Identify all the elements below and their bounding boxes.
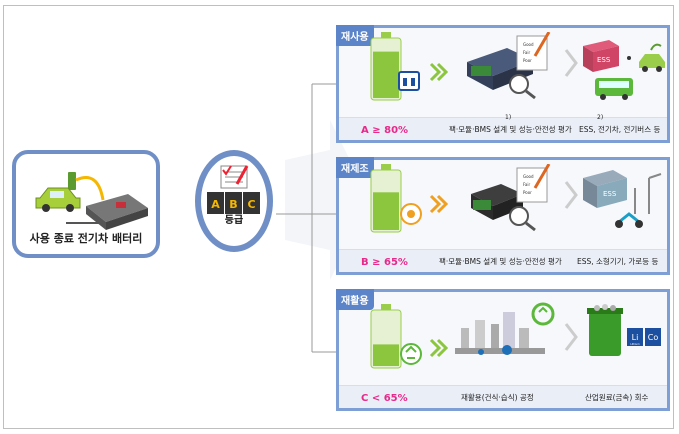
- grade-letter-a: A: [211, 198, 220, 211]
- grade-class: A ≥ 80%: [361, 125, 408, 136]
- ess-streetlight-icon: ESS: [583, 170, 662, 228]
- ev-battery-icon: [35, 172, 148, 230]
- grade-threshold: 80%: [384, 125, 409, 136]
- panel-footer: A ≥ 80% 팩·모듈·BMS 설계 및 성능·안전성 평가 1) ESS, …: [339, 114, 667, 140]
- evaluation-icon: Good Fair Poor: [471, 164, 551, 232]
- battery-icon: [370, 32, 420, 101]
- doc-label-good: Good: [523, 42, 534, 47]
- grade-operator: ≥: [372, 125, 381, 136]
- panel-reuse: 재사용 Good Fair Poor ESS: [336, 25, 670, 143]
- grade-letter: B: [361, 257, 369, 268]
- element-li: Li: [632, 333, 639, 342]
- chevron-right-icon: [564, 323, 578, 351]
- doc-label-poor: Poor: [523, 190, 532, 195]
- grade-threshold: 65%: [383, 257, 408, 268]
- grade-letter-b: B: [229, 198, 237, 211]
- grade-operator: ≥: [372, 257, 381, 268]
- application-text: 산업원료(금속) 회수: [585, 393, 649, 402]
- grade-class: B ≥ 65%: [361, 257, 408, 268]
- doc-label-fair: Fair: [523, 50, 530, 55]
- doc-label-fair: Fair: [523, 182, 530, 187]
- panel-recycle: 재활용 Li Lithium Co C <: [336, 289, 670, 411]
- element-co: Co: [648, 333, 659, 342]
- ess-label: ESS: [603, 190, 617, 198]
- chevron-right-icon: [564, 181, 578, 209]
- grade-letter: C: [361, 393, 369, 404]
- grade-letter-c: C: [247, 198, 255, 211]
- doc-label-good: Good: [523, 174, 534, 179]
- chevron-right-icon: [429, 194, 449, 214]
- panel-tag: 재활용: [336, 289, 374, 310]
- grading-circle: A B C 등급: [195, 150, 273, 252]
- battery-icon: [370, 304, 422, 369]
- doc-label-poor: Poor: [523, 58, 532, 63]
- ess-label: ESS: [597, 56, 611, 64]
- ev-battery-label: 사용 종료 전기차 배터리: [29, 232, 143, 245]
- process-footnote: 1): [505, 114, 512, 121]
- grade-label: 등급: [224, 215, 244, 226]
- element-li-name: Lithium: [630, 342, 640, 346]
- grade-operator: <: [371, 393, 381, 404]
- chevron-right-icon: [429, 62, 449, 82]
- chevron-right-icon: [564, 49, 578, 77]
- process-text: 팩·모듈·BMS 설계 및 성능·안전성 평가: [449, 125, 572, 134]
- application-footnote: 2): [597, 114, 604, 121]
- application-text: ESS, 전기차, 전기버스 등: [579, 125, 661, 134]
- diagram-frame: [3, 5, 674, 429]
- grade-threshold: 65%: [383, 393, 408, 404]
- grade-class: C < 65%: [361, 393, 408, 404]
- recycling-process-icon: [455, 302, 555, 355]
- application-text: ESS, 소형기기, 가로등 등: [577, 257, 659, 266]
- evaluation-icon: Good Fair Poor: [467, 32, 551, 100]
- ev-battery-box: 사용 종료 전기차 배터리: [12, 150, 160, 258]
- panel-remanufacture: 재제조 Good Fair Poor ESS B: [336, 157, 670, 275]
- panel-tag: 재제조: [336, 157, 374, 178]
- panel-tag: 재사용: [336, 25, 374, 46]
- panel-footer: B ≥ 65% 팩·모듈·BMS 설계 및 성능·안전성 평가 ESS, 소형기…: [339, 249, 667, 272]
- grading-icon: A B C: [207, 165, 260, 214]
- recovered-metals-icon: Li Lithium Co: [587, 304, 661, 356]
- chevron-right-icon: [429, 338, 449, 358]
- ess-vehicle-icon: ESS: [583, 40, 665, 100]
- process-text: 재활용(건식·습식) 공정: [461, 393, 534, 402]
- grade-letter: A: [361, 125, 369, 136]
- battery-icon: [370, 164, 422, 233]
- process-text: 팩·모듈·BMS 설계 및 성능·안전성 평가: [439, 257, 562, 266]
- panel-footer: C < 65% 재활용(건식·습식) 공정 산업원료(금속) 회수: [339, 385, 667, 408]
